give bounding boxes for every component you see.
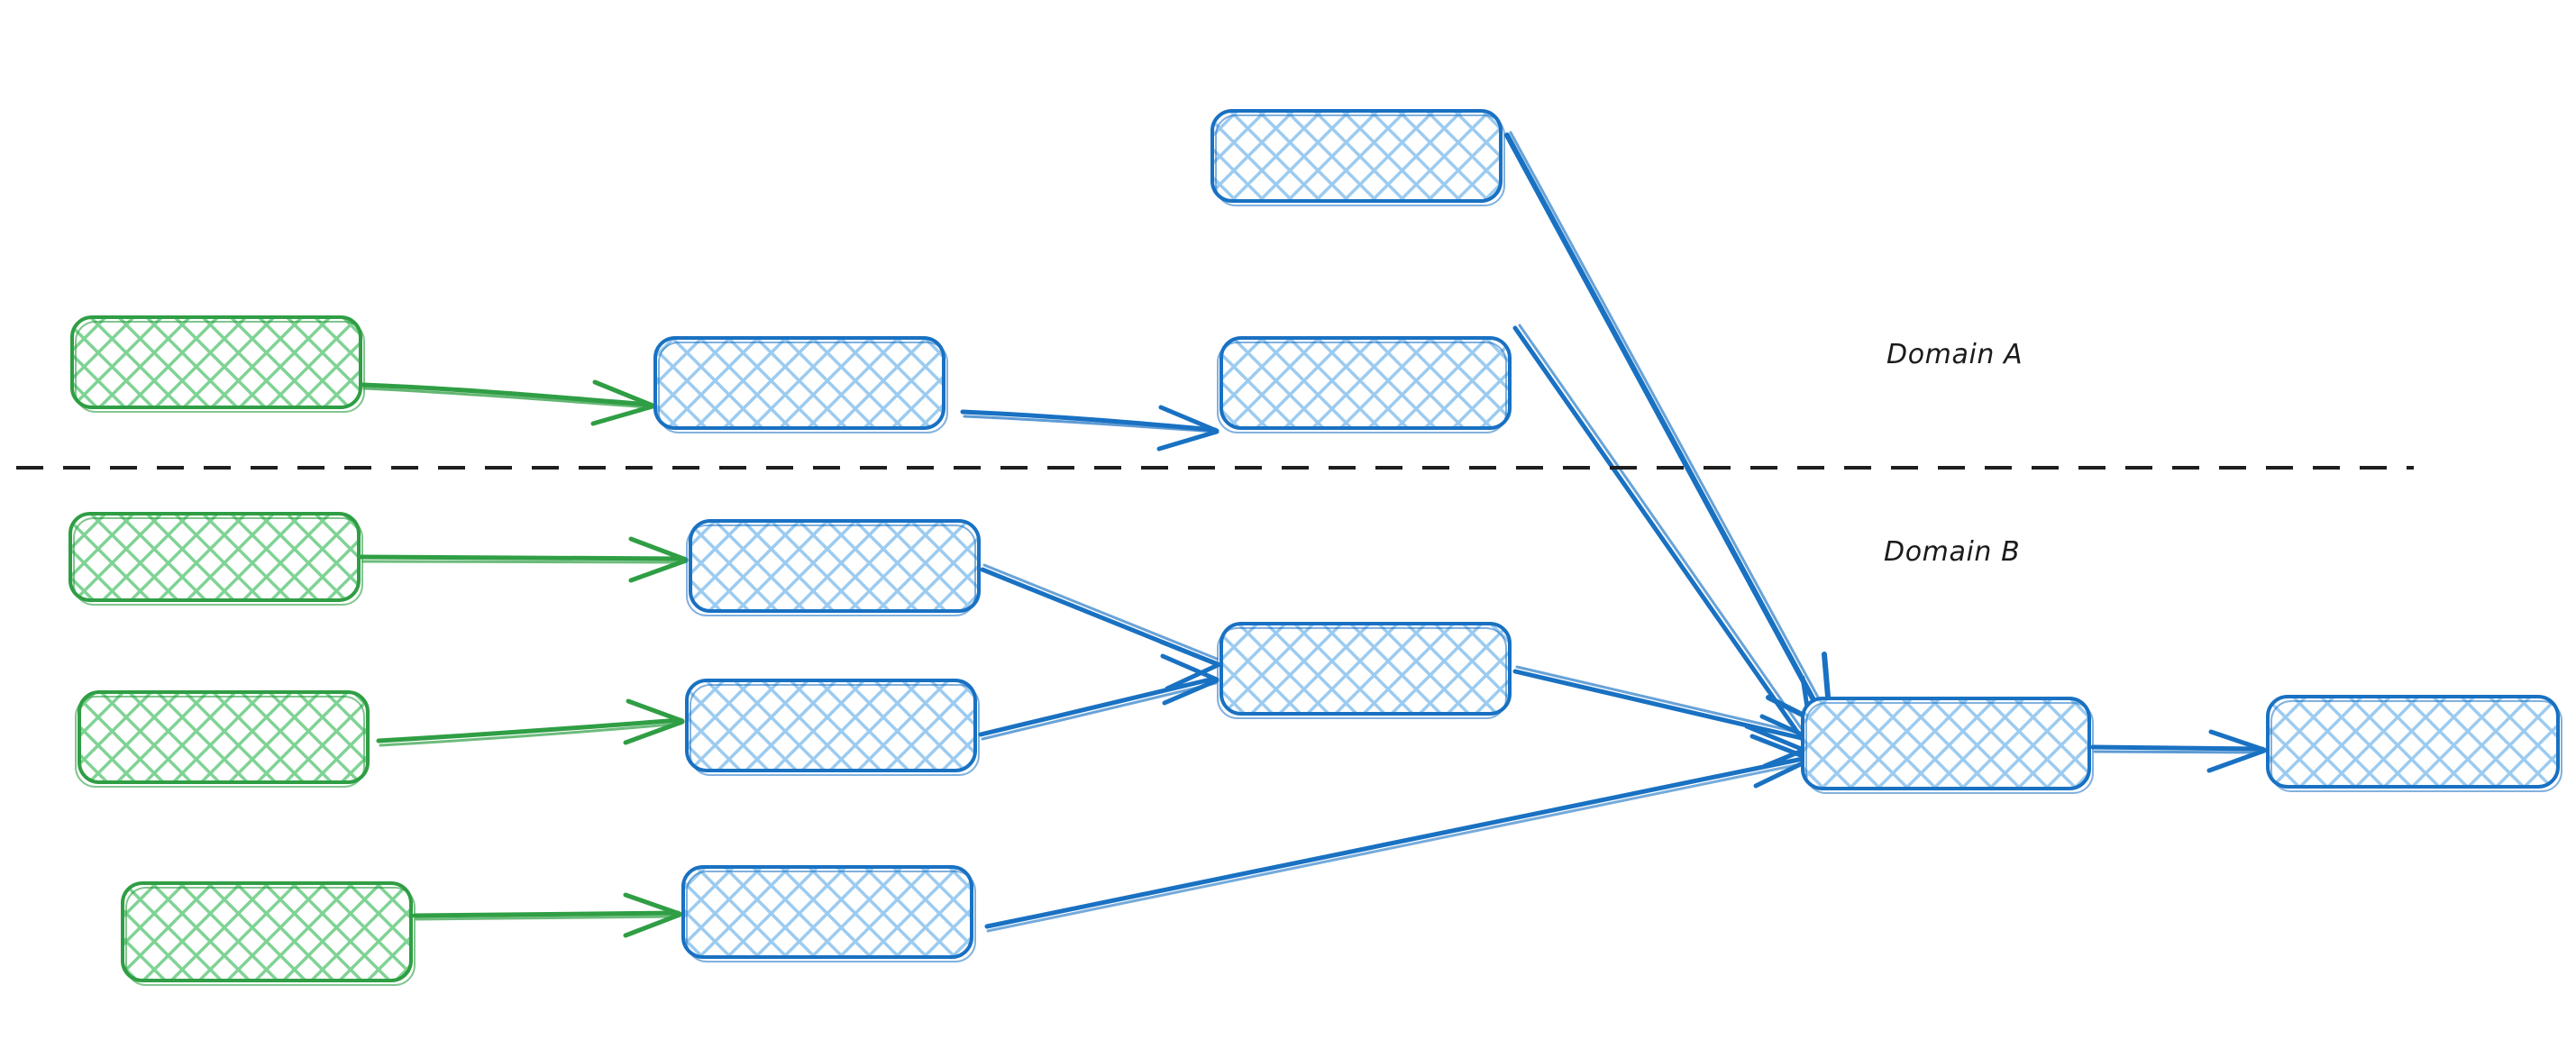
edge-b-proc-3-to-b-hub <box>984 734 1813 933</box>
edge-a-src-1-to-a-proc-1 <box>360 379 655 426</box>
node-b-src-3[interactable] <box>121 881 416 986</box>
edge-b-src-1-to-b-proc-1 <box>359 536 689 583</box>
edge-a-mid-to-b-hub <box>1512 324 1818 757</box>
edge-b-proc-2-to-b-merge <box>978 653 1219 741</box>
node-a-src-1[interactable] <box>70 315 365 413</box>
edge-b-merge-to-b-hub <box>1512 665 1822 769</box>
node-a-mid[interactable] <box>1217 336 1512 433</box>
node-b-hub[interactable] <box>1801 697 2094 794</box>
edge-b-hub-to-b-sink <box>2090 729 2267 773</box>
node-b-proc-3[interactable] <box>681 865 976 962</box>
node-b-merge[interactable] <box>1217 622 1512 719</box>
edge-b-proc-1-to-b-merge <box>980 563 1220 691</box>
node-layer <box>69 109 2562 986</box>
node-b-proc-2[interactable] <box>685 679 980 776</box>
edge-b-src-3-to-b-proc-3 <box>412 892 682 938</box>
domain-a-label: Domain A <box>1886 339 2023 370</box>
node-a-proc-1[interactable] <box>653 336 948 433</box>
edge-a-top-to-b-hub <box>1504 131 1834 732</box>
node-b-src-1[interactable] <box>69 512 363 606</box>
node-b-src-2[interactable] <box>75 690 370 788</box>
node-a-top[interactable] <box>1210 109 1505 206</box>
edge-layer <box>359 131 2267 938</box>
node-b-proc-1[interactable] <box>686 519 981 616</box>
node-b-sink[interactable] <box>2266 695 2562 792</box>
domain-b-label: Domain B <box>1884 536 2021 568</box>
edge-a-proc-1-to-a-mid <box>960 405 1219 452</box>
edge-b-src-2-to-b-proc-2 <box>376 698 685 747</box>
